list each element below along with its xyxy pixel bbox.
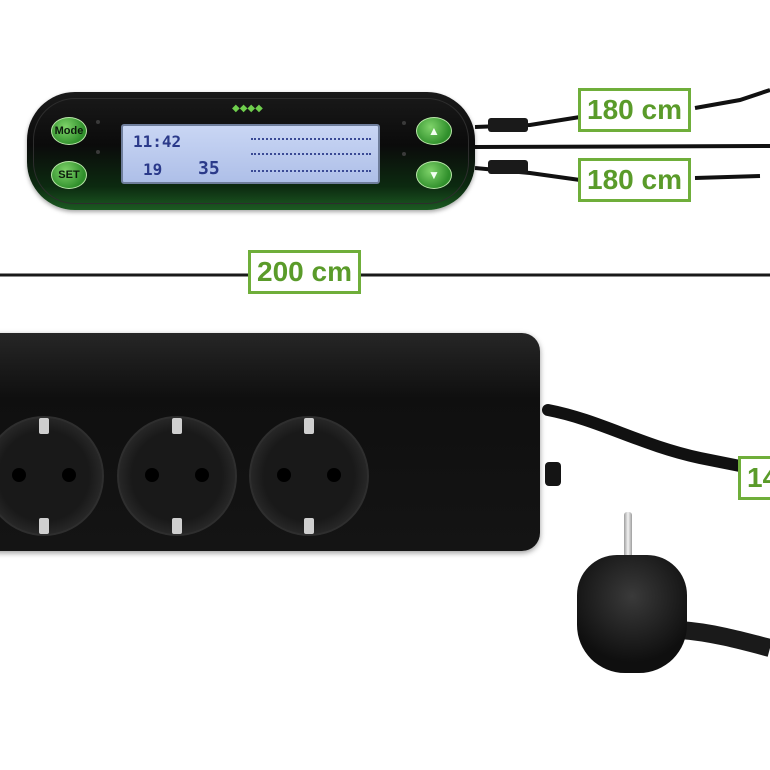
mode-button[interactable]: Mode	[51, 117, 87, 145]
socket-hole-left	[277, 468, 291, 482]
output-led-1	[402, 121, 406, 125]
socket-earth-tab-bottom	[39, 518, 49, 534]
schuko-socket-icon	[249, 416, 369, 536]
up-arrow-icon[interactable]: ▲	[416, 117, 452, 145]
down-arrow-icon[interactable]: ▼	[416, 161, 452, 189]
dimension-label-bottom: 180 cm	[578, 158, 691, 202]
plug-pin	[624, 512, 632, 562]
dimension-label-strip-cable: 14	[738, 456, 770, 500]
socket-earth-tab-top	[172, 418, 182, 434]
cable-connector-top	[488, 118, 528, 132]
cable-top-right	[694, 88, 770, 110]
lcd-bar-3	[251, 170, 371, 176]
cable-middle	[474, 144, 770, 149]
socket-hole-right	[195, 468, 209, 482]
power-led	[96, 120, 100, 124]
lcd-display: 11:42 19 35	[121, 124, 380, 184]
socket-hole-right	[62, 468, 76, 482]
dimension-label-200: 200 cm	[248, 250, 361, 294]
socket-hole-left	[145, 468, 159, 482]
schuko-socket-icon	[0, 416, 104, 536]
socket-earth-tab-bottom	[172, 518, 182, 534]
lcd-temp-current: 35	[198, 158, 220, 179]
socket-earth-tab-top	[304, 418, 314, 434]
socket-hole-left	[12, 468, 26, 482]
lcd-temp-set: 19	[143, 160, 163, 179]
lcd-time: 11:42	[133, 132, 182, 151]
dimension-label-top: 180 cm	[578, 88, 691, 132]
socket-earth-tab-top	[39, 418, 49, 434]
set-button[interactable]: SET	[51, 161, 87, 189]
output-led-2	[402, 152, 406, 156]
lcd-bar-1	[251, 138, 371, 144]
cable-connector-bottom	[488, 160, 528, 174]
humidity-led	[96, 150, 100, 154]
lcd-bar-2	[251, 153, 371, 159]
cable-bottom-right	[694, 174, 761, 180]
schuko-socket-icon	[117, 416, 237, 536]
socket-earth-tab-bottom	[304, 518, 314, 534]
schuko-plug-icon	[577, 555, 687, 673]
strip-cable	[542, 404, 756, 474]
strip-cable-strain-relief	[545, 462, 561, 486]
controller-brand-logo: ◆◆◆◆	[232, 103, 263, 114]
plug-cord	[679, 621, 770, 657]
socket-hole-right	[327, 468, 341, 482]
controller-rim	[33, 98, 469, 204]
